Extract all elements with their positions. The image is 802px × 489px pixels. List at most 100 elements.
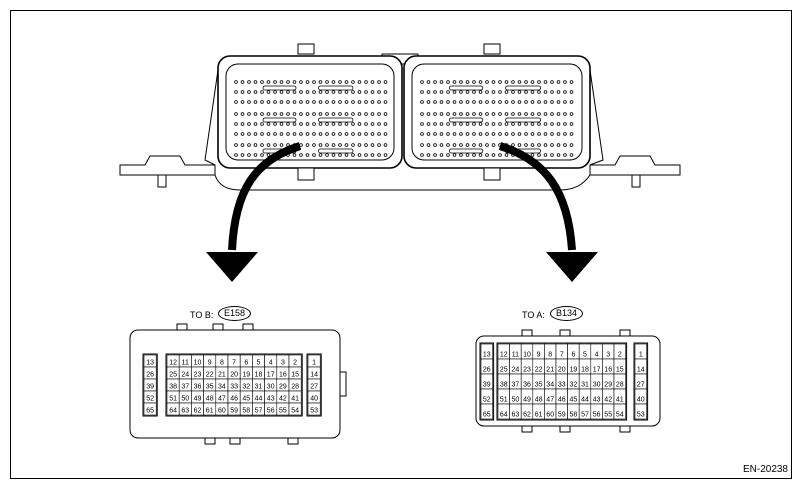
ecu-pin [312,100,316,104]
ecu-pin [459,90,463,94]
connector-b-pin-number: 50 [181,396,189,403]
ecu-pin [472,122,476,126]
ecu-pin [383,90,388,94]
ecu-pin [543,132,548,136]
ecu-pin [253,153,258,157]
ecu-pin [426,100,431,104]
ecu-pin [556,143,561,147]
connector-a-code: B134 [550,306,584,321]
connector-a-pin-number: 40 [637,397,645,404]
ecu-pin [305,132,310,136]
ecu-pin [485,143,489,147]
ecu-pin [325,112,329,116]
ecu-pin [459,100,463,104]
connector-a-pin-number: 33 [558,382,566,389]
ecu-pin [537,100,541,104]
ecu-pin [569,153,574,157]
connector-a-pin-number: 57 [581,412,589,419]
ecu-pin [485,132,489,136]
connector-a-pin-number: 34 [546,382,554,389]
ecu-pin [426,90,431,94]
ecu-pin [357,90,362,94]
ecu-pin [459,112,463,116]
ecu-pin [530,100,535,104]
connector-a-tab [559,329,571,337]
connector-a-pin-number: 30 [593,382,601,389]
ecu-pin [383,132,388,136]
ecu-slot [448,85,484,91]
ecu-pin [260,132,264,136]
ecu-pin [465,143,470,147]
connector-a-pin-number: 13 [483,352,491,359]
ecu-pin [286,100,290,104]
ecu-pin [530,90,535,94]
ecu-pin [524,80,528,84]
connector-b-pin-number: 51 [169,396,177,403]
ecu-pin [446,122,450,126]
ecu-pin [543,90,548,94]
connector-a-pin-number: 38 [500,382,508,389]
ecu-pin [292,80,297,84]
connector-a-pin-number: 14 [637,367,645,374]
ecu-pin [266,80,271,84]
ecu-pin [351,100,355,104]
ecu-pin [439,80,444,84]
ecu-pin [524,143,528,147]
ecu-pin [504,132,509,136]
ecu-pin [563,90,567,94]
ecu-pin [433,132,437,136]
ecu-pin [305,153,310,157]
ecu-pin [351,122,355,126]
ecu-pin [234,132,238,136]
connector-a-pin-number: 27 [637,382,645,389]
ecu-pin [253,122,258,126]
connector-a-pin-number: 53 [637,412,645,419]
ecu-pin [465,153,470,157]
ecu-pin [292,153,297,157]
connector-a-pin-number: 43 [593,397,601,404]
ecu-pin [420,90,424,94]
ecu-pin [273,122,277,126]
ecu-pin [260,143,264,147]
ecu-pin [240,100,245,104]
ecu-pin [517,100,522,104]
ecu-pin [351,153,355,157]
ecu-pin [344,90,349,94]
ecu-pin [465,80,470,84]
ecu-pin [299,80,303,84]
ecu-pin [563,100,567,104]
ecu-pin [472,153,476,157]
ecu-pin [563,132,567,136]
connector-a-pin-number: 2 [618,352,622,359]
connector-b-pin-number: 8 [220,360,224,367]
ecu-pin [266,143,271,147]
ecu-pin [530,132,535,136]
ecu-pin [247,132,251,136]
ecu-pin [279,132,284,136]
ecu-pin [491,122,496,126]
ecu-pin [433,80,437,84]
ecu-pin [240,153,245,157]
connector-b-pin-number: 43 [267,396,275,403]
ecu-pin [472,112,476,116]
ecu-pin [273,100,277,104]
connector-a-tab [619,425,631,433]
ecu-pin [331,143,336,147]
ecu-pin [351,90,355,94]
ecu-pin [439,143,444,147]
ecu-pin [318,143,323,147]
ecu-pin [357,100,362,104]
ecu-pin [491,132,496,136]
ecu-pin [338,90,342,94]
ecu-pin [364,143,368,147]
ecu-pin [377,143,381,147]
connector-b-pin-number: 31 [255,384,263,391]
connector-b-pin-number: 52 [146,396,154,403]
connector-a-pin-cell [613,403,626,420]
ecu-pin [240,112,245,116]
ecu-pin [240,132,245,136]
ecu-pin [563,143,567,147]
connector-b-pin-number: 36 [194,384,202,391]
ecu-pin [377,153,381,157]
ecu-slot [448,117,484,123]
